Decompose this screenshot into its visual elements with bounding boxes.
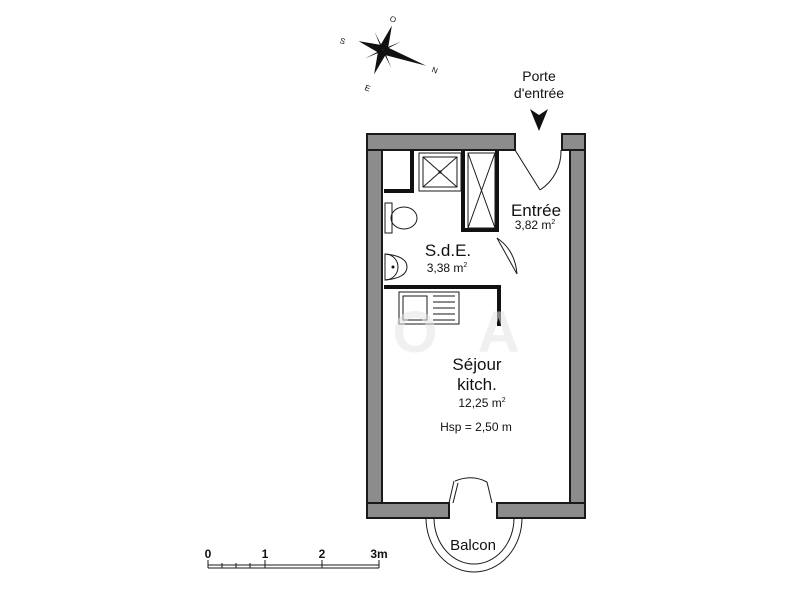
room-entree-area: 3,82 m2	[515, 218, 556, 232]
ceiling-height: Hsp = 2,50 m	[440, 420, 512, 434]
compass-n: N	[430, 65, 439, 76]
compass-o: O	[388, 14, 397, 25]
entrance-door	[514, 149, 562, 191]
room-balcon-name: Balcon	[450, 537, 496, 554]
sde-door	[496, 237, 518, 275]
scale-tick-1: 1	[262, 547, 269, 561]
room-sde-area: 3,38 m2	[427, 261, 468, 275]
room-sejour-area: 12,25 m2	[458, 396, 505, 410]
room-sde-name: S.d.E.	[425, 241, 471, 260]
scale-tick-0: 0	[205, 547, 212, 561]
shower	[418, 152, 462, 192]
kitchenette	[398, 291, 460, 325]
washbasin	[384, 253, 408, 281]
toilet	[384, 202, 418, 234]
room-entree-name: Entrée	[511, 201, 561, 220]
compass-rose	[358, 25, 427, 75]
door-label-line1: Porte	[522, 68, 556, 84]
compass-e: E	[363, 83, 371, 93]
balcony	[425, 517, 523, 573]
closet	[467, 152, 496, 229]
room-sejour-name-2: kitch.	[457, 375, 497, 394]
scale-bar	[207, 560, 380, 569]
scale-tick-3: 3m	[370, 547, 387, 561]
door-label-line2: d'entrée	[514, 85, 564, 101]
outer-walls	[366, 133, 586, 519]
entrance-arrow-icon	[530, 109, 548, 131]
watermark: OA	[393, 300, 560, 365]
compass-s: S	[338, 36, 346, 46]
room-sejour-name-1: Séjour	[452, 355, 501, 374]
balcony-door	[448, 477, 493, 504]
interior-walls	[384, 150, 501, 326]
scale-tick-2: 2	[319, 547, 326, 561]
